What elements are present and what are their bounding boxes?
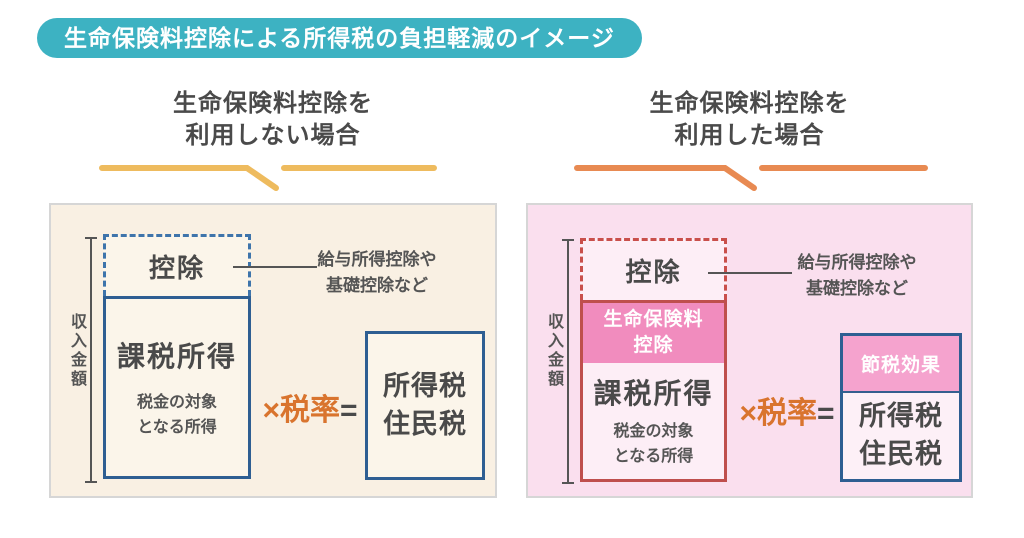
- panel-without-deduction: 収入金額 控除 給与所得控除や 基礎控除など 課税所得 税金の対象 となる所得 …: [49, 203, 497, 498]
- panel-with-deduction: 収入金額 控除 給与所得控除や 基礎控除など 生命保険料 控除 課税所得 税金の…: [526, 203, 973, 498]
- annotation-line2: 基礎控除など: [326, 275, 428, 295]
- income-amount-label: 収入金額: [545, 313, 562, 389]
- taxable-income-label: 課税所得: [593, 378, 714, 409]
- income-range-line: [562, 239, 574, 484]
- tax-saving-band: 節税効果: [843, 336, 959, 393]
- deduction-annotation: 給与所得控除や 基礎控除など: [299, 247, 455, 298]
- income-amount-label: 収入金額: [68, 313, 85, 389]
- page-title: 生命保険料控除による所得税の負担軽減のイメージ: [37, 18, 642, 58]
- multiply-tax-rate-label: ×税率: [262, 394, 340, 427]
- annotation-line2: 基礎控除など: [806, 278, 908, 298]
- taxable-income-box: 課税所得 税金の対象 となる所得: [103, 296, 251, 479]
- equals-sign: =: [340, 394, 358, 427]
- tax-rate-formula: ×税率=: [724, 388, 850, 432]
- result-tax-box: 節税効果 所得税 住民税: [840, 333, 962, 482]
- tax-rate-formula: ×税率=: [247, 385, 373, 429]
- deduction-box: 控除: [103, 234, 251, 296]
- taxable-income-box: 生命保険料 控除 課税所得 税金の対象 となる所得: [580, 300, 727, 482]
- income-range-line: [85, 237, 97, 483]
- deduction-label: 控除: [625, 257, 682, 287]
- header-line2: 利用した場合: [674, 121, 825, 149]
- annotation-connector-line: [708, 272, 792, 274]
- result-tax-labels: 所得税 住民税: [383, 370, 467, 439]
- deduction-label: 控除: [148, 253, 205, 283]
- header-line1: 生命保険料控除を: [649, 90, 850, 117]
- taxable-income-subtext: 税金の対象 となる所得: [136, 394, 217, 436]
- result-tax-labels: 所得税 住民税: [859, 401, 943, 469]
- header-without-deduction: 生命保険料控除を 利用しない場合: [49, 88, 497, 151]
- life-insurance-deduction-band: 生命保険料 控除: [583, 303, 724, 363]
- annotation-line1: 給与所得控除や: [797, 253, 917, 272]
- header-brace-left-icon: [99, 165, 437, 191]
- header-with-deduction: 生命保険料控除を 利用した場合: [526, 88, 973, 151]
- multiply-tax-rate-label: ×税率: [739, 397, 817, 430]
- result-tax-box: 所得税 住民税: [365, 331, 485, 480]
- annotation-connector-line: [233, 266, 317, 268]
- header-line1: 生命保険料控除を: [173, 90, 373, 117]
- deduction-annotation: 給与所得控除や 基礎控除など: [777, 250, 937, 301]
- taxable-income-subtext: 税金の対象 となる所得: [613, 423, 694, 465]
- taxable-income-label: 課税所得: [116, 341, 237, 372]
- header-brace-right-icon: [574, 165, 928, 191]
- header-line2: 利用しない場合: [185, 121, 361, 149]
- annotation-line1: 給与所得控除や: [317, 250, 437, 269]
- deduction-box: 控除: [580, 238, 727, 300]
- equals-sign: =: [817, 397, 835, 430]
